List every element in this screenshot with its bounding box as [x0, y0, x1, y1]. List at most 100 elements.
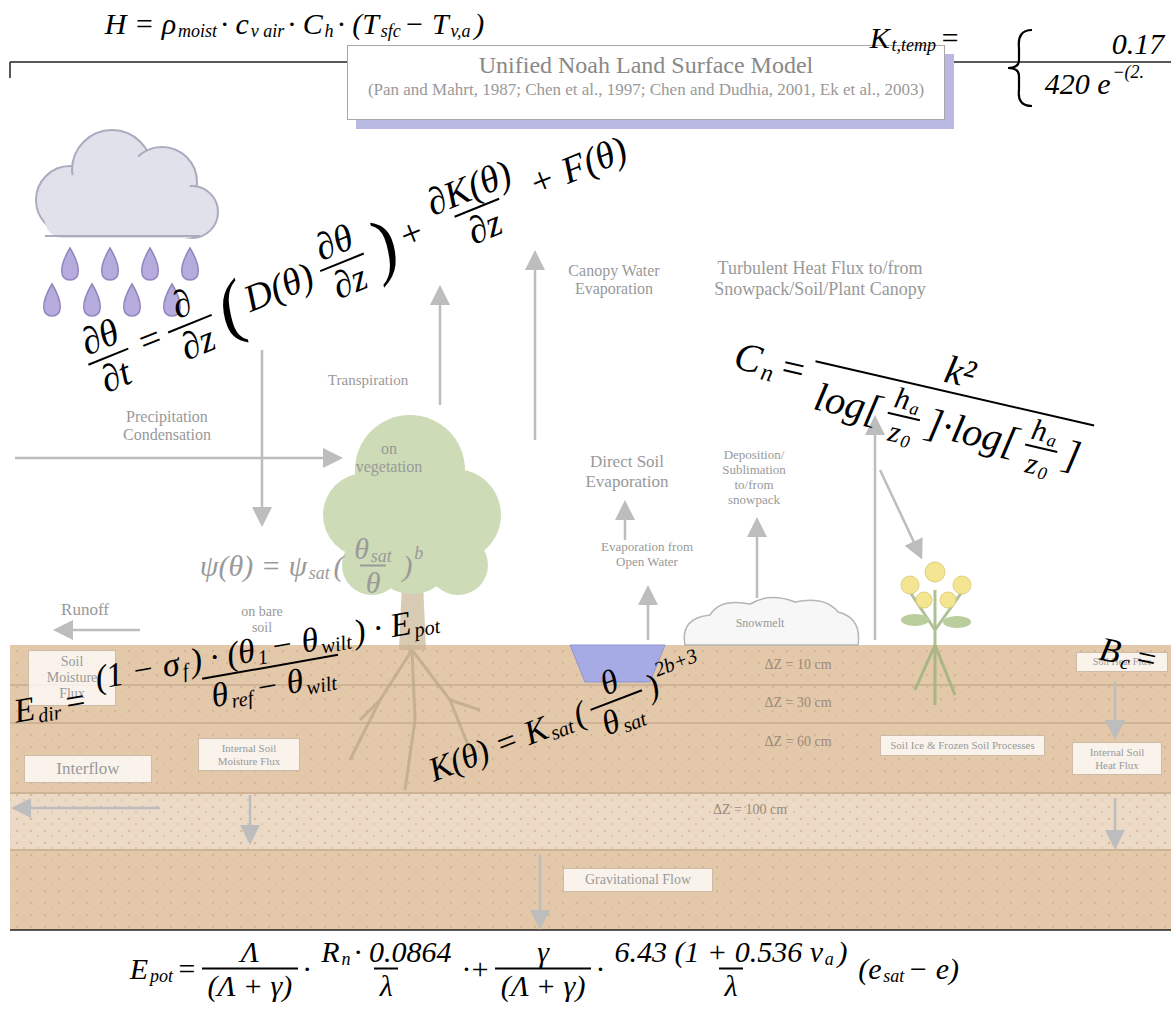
math-term: ) · E: [349, 605, 416, 651]
math-term: E: [9, 690, 40, 729]
superscript: 2b+3: [651, 644, 702, 681]
fraction: 6.43 (1 + 0.536 va)λ: [609, 936, 853, 1001]
equation: 0.17: [1110, 28, 1166, 60]
math-term: 6.43 (1 + 0.536 v: [613, 936, 825, 968]
math-term: λ: [723, 969, 740, 1001]
subscript: sat: [309, 564, 332, 583]
subscript: v,a: [450, 23, 472, 42]
fraction: ∂K(θ)∂z: [414, 151, 539, 265]
process-label: ΔZ = 100 cm: [690, 802, 810, 818]
subscript: dir: [36, 702, 65, 728]
process-label: Direct Soil Evaporation: [578, 452, 676, 491]
math-term: (e: [856, 952, 883, 984]
math-term: E: [128, 952, 150, 984]
box-text: Internal Soil Heat Flux: [1078, 746, 1156, 771]
math-term: (Λ + γ): [499, 969, 587, 1001]
process-label: Canopy Water Evaporation: [558, 262, 670, 299]
numerator: 6.43 (1 + 0.536 va): [609, 936, 853, 968]
math-term: ·: [594, 952, 605, 984]
numerator: ha: [886, 380, 929, 419]
math-term: (Λ + γ): [206, 969, 294, 1001]
superscript: b: [414, 544, 425, 563]
process-label: Evaporation from Open Water: [588, 540, 706, 570]
subscript: pot: [413, 616, 444, 642]
equation: H = ρmoist· cv air· Ch· (Tsfc− Tv,a): [103, 8, 486, 40]
denominator: θ: [360, 564, 386, 598]
math-term: =: [59, 681, 92, 721]
process-label: Snowmelt: [722, 617, 798, 631]
denominator: (Λ + γ): [202, 967, 297, 1001]
denominator: (Λ + γ): [495, 967, 590, 1001]
math-term: − θ: [265, 621, 323, 665]
math-term: R: [319, 936, 341, 968]
numerator: ha: [1024, 412, 1067, 451]
numerator: Rn· 0.0864: [316, 936, 457, 968]
math-term: ): [836, 936, 850, 968]
rain-cloud: [36, 130, 218, 316]
process-label: Turbulent Heat Flux to/from Snowpack/Soi…: [700, 258, 940, 299]
equation: ψ(θ) = ψsat(θsatθ)b: [198, 533, 425, 598]
numerator: θsat: [349, 533, 397, 565]
numerator: Λ: [235, 936, 264, 968]
math-term: =: [175, 952, 199, 984]
flux-box: Internal Soil Heat Flux: [1072, 742, 1162, 775]
math-term: ·+: [460, 952, 491, 984]
math-term: ]·log[: [921, 401, 1025, 464]
math-term: ): [401, 549, 415, 581]
subscript: moist: [178, 23, 219, 42]
process-label: ΔZ = 10 cm: [742, 657, 854, 673]
subscript: ref: [230, 687, 257, 712]
frame-line: [9, 62, 11, 78]
math-term: γ: [535, 936, 550, 968]
math-term: ]: [1058, 432, 1087, 478]
equation: Kt,temp=: [868, 22, 962, 54]
flux-box: Interflow: [24, 755, 152, 783]
numerator: θ: [589, 660, 629, 704]
math-term: =: [938, 22, 962, 54]
subscript: v air: [251, 23, 286, 42]
fraction: k²log[haz0]·log[haz0]: [801, 319, 1104, 490]
denominator: λ: [719, 967, 743, 1001]
subscript: sat: [883, 967, 906, 986]
title-box: Unified Noah Land Surface Model(Pan and …: [347, 45, 945, 120]
math-term: − T: [402, 8, 450, 40]
math-term: · 0.0864: [352, 936, 453, 968]
fraction: γ(Λ + γ): [495, 936, 590, 1001]
math-term: ∂: [164, 281, 201, 327]
fraction: haz0: [879, 380, 929, 452]
equation: Epot=Λ(Λ + γ)·Rn· 0.0864λ·+γ(Λ + γ)·6.43…: [128, 936, 961, 1001]
process-label: Transpiration: [318, 372, 418, 389]
denominator: λ: [374, 967, 398, 1001]
math-term: ): [472, 8, 486, 40]
subscript: n: [341, 950, 352, 969]
box-text: Internal Soil Moisture Flux: [204, 742, 294, 767]
superscript: −(2.: [1112, 63, 1145, 82]
box-text: Soil Ice & Frozen Soil Processes: [886, 739, 1039, 752]
flux-box: Internal Soil Moisture Flux: [198, 738, 300, 771]
snowpack: [684, 597, 858, 645]
math-term: D(θ): [236, 255, 321, 320]
frame-line: [10, 61, 347, 63]
math-term: H = ρ: [103, 8, 178, 40]
process-label: Runoff: [50, 600, 120, 620]
process-label: ΔZ = 30 cm: [742, 695, 854, 711]
math-term: 420 e: [1043, 68, 1112, 100]
fraction: θsatθ: [349, 533, 397, 598]
process-arrows: [15, 255, 1115, 925]
math-term: θ: [364, 566, 382, 598]
process-label: on vegetation: [348, 440, 430, 477]
soil-layers: [10, 645, 1171, 930]
fraction: Λ(Λ + γ): [202, 936, 297, 1001]
title-text: Unified Noah Land Surface Model: [356, 52, 936, 80]
math-term: − e): [906, 952, 961, 984]
math-term: log[: [808, 375, 887, 432]
fraction: haz0: [1016, 412, 1066, 484]
math-term: + F(θ): [521, 128, 635, 205]
math-term: ψ(θ) = ψ: [198, 549, 309, 581]
brace-symbol: [1008, 30, 1032, 106]
math-term: λ: [378, 969, 395, 1001]
math-term: θ: [593, 662, 625, 703]
subscript: a: [825, 950, 836, 969]
process-label: Deposition/ Sublimation to/from snowpack: [708, 448, 800, 508]
subscript: sat: [371, 547, 394, 566]
